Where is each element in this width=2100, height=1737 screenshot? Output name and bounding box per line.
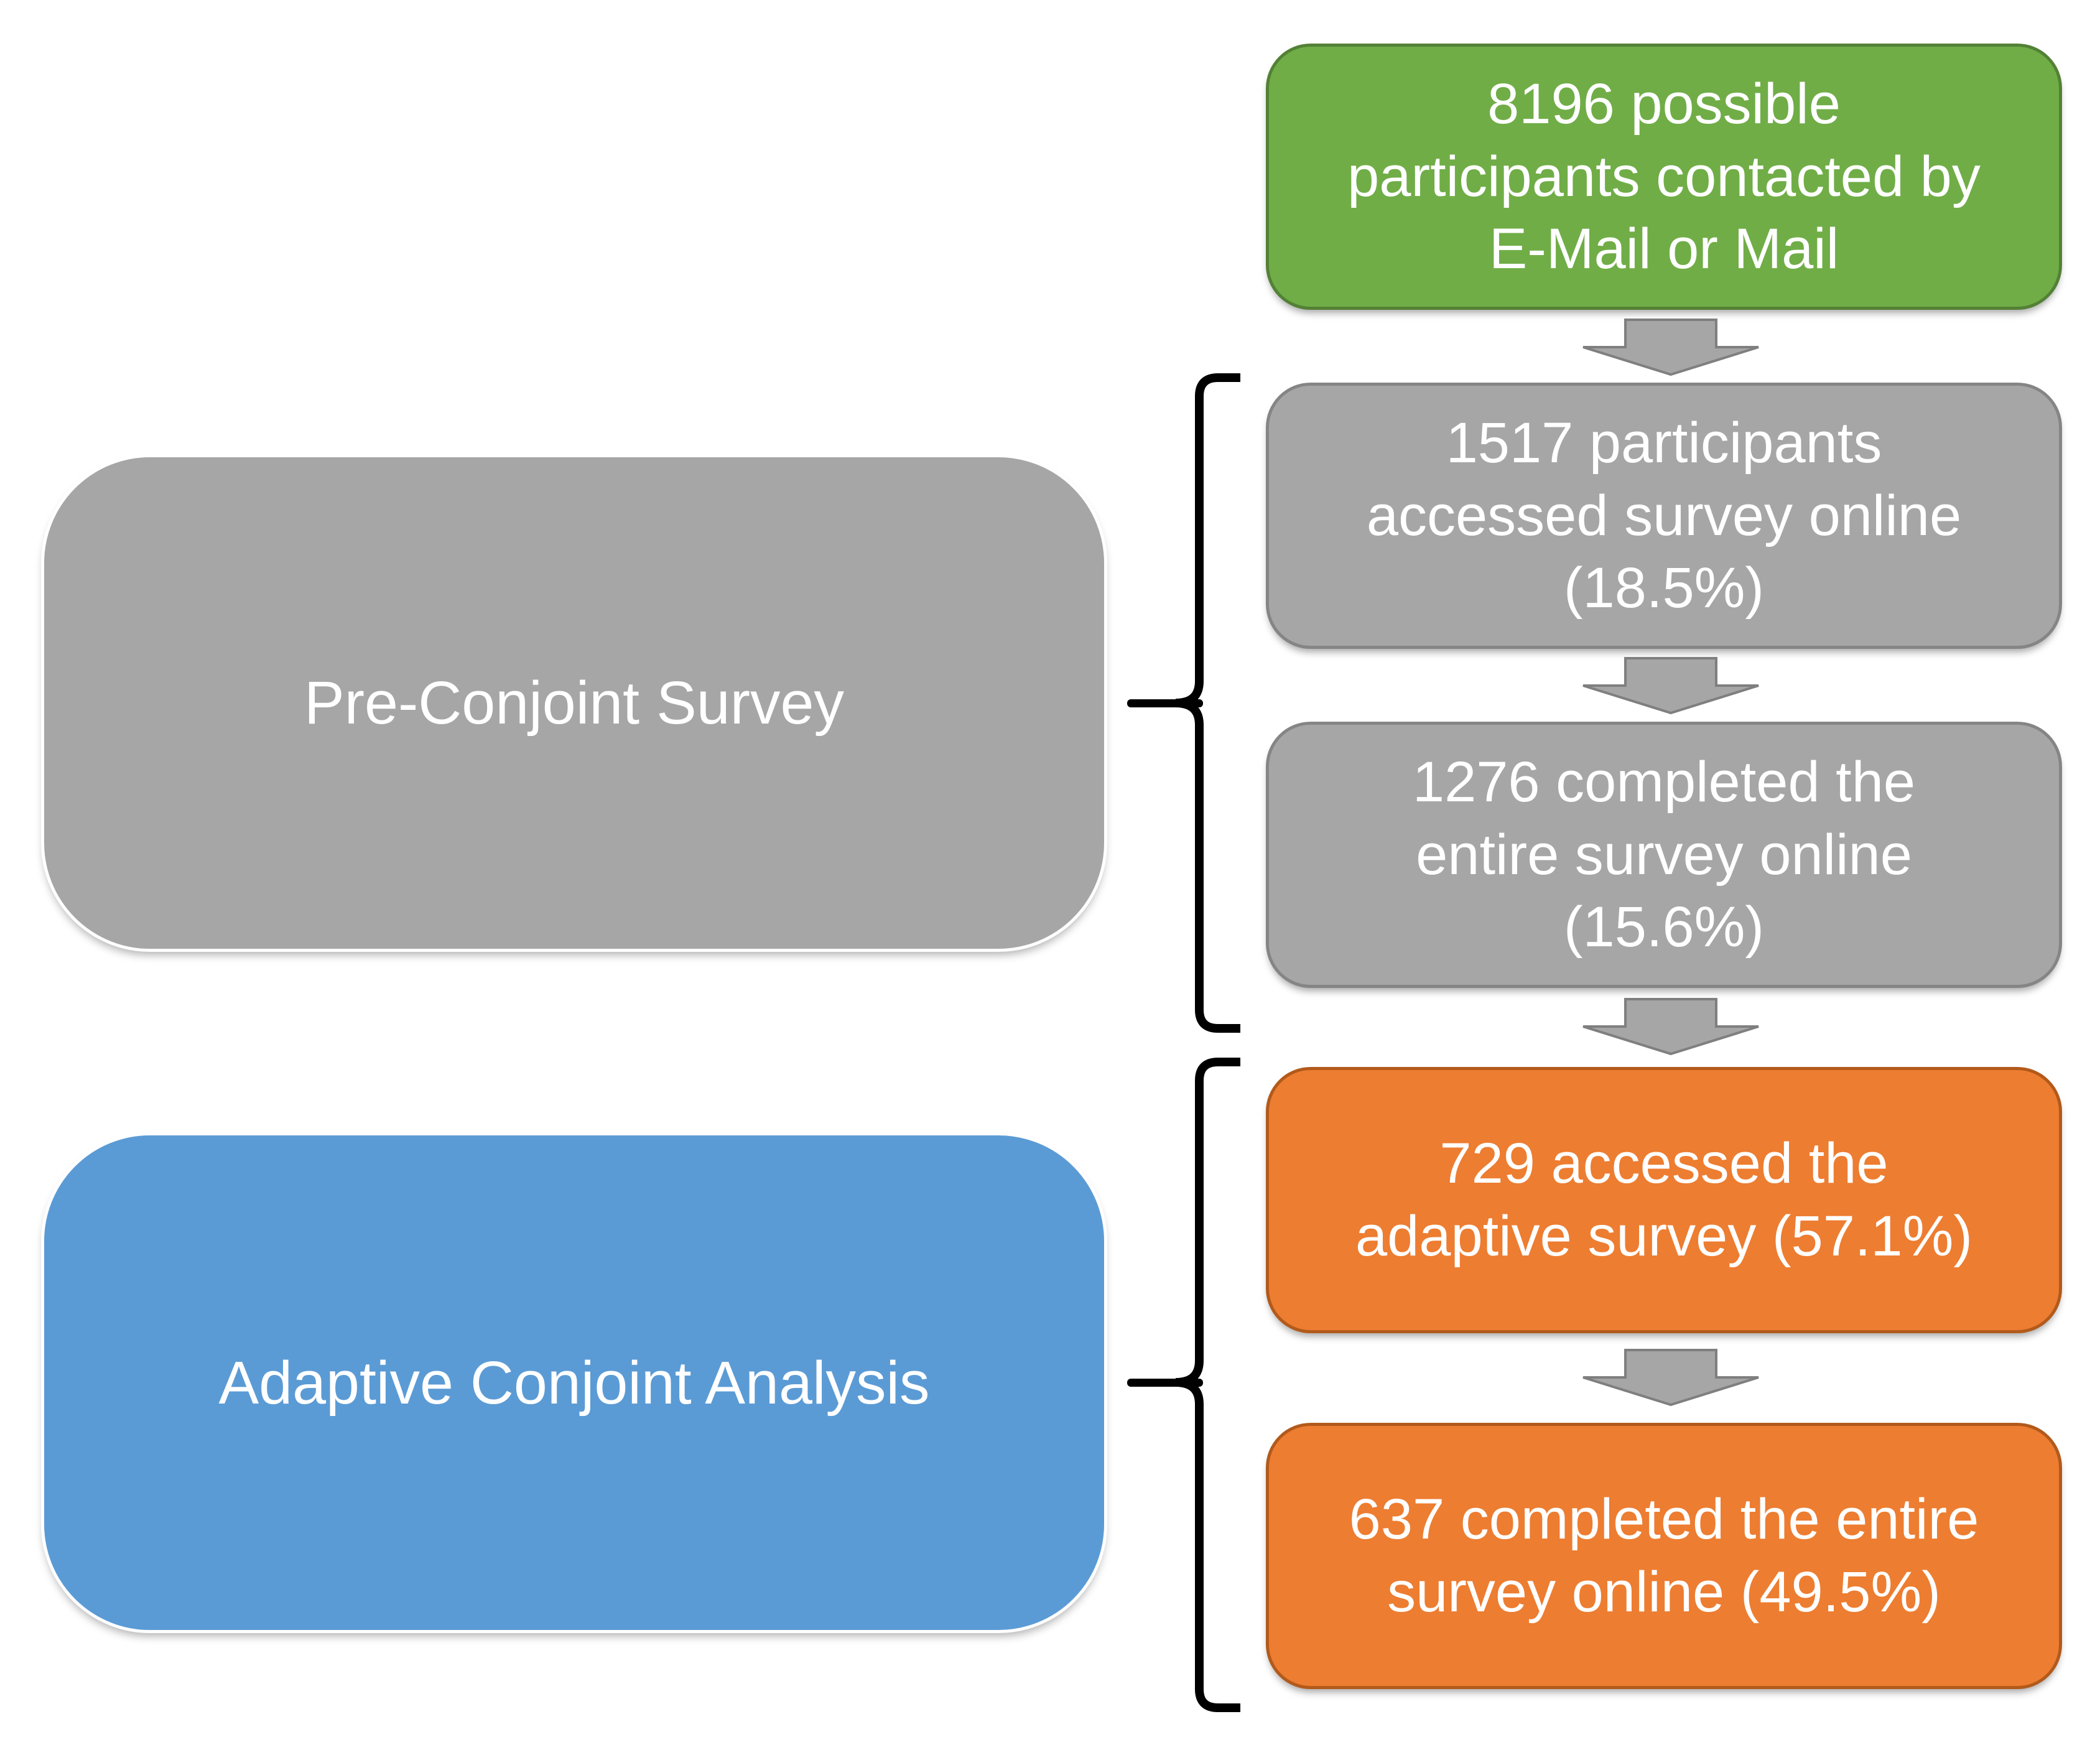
stage-text-completed-adaptive-survey: 637 completed the entire survey online (…: [1349, 1488, 1979, 1624]
down-arrow-icon: [1582, 657, 1759, 714]
left-brace-shape-adaptive: [1175, 1058, 1240, 1712]
stage-box-accessed-online-survey: 1517 participants accessed survey online…: [1266, 383, 2062, 649]
group-box-pre-conjoint-survey: Pre-Conjoint Survey: [41, 454, 1107, 952]
stage-text-accessed-online-survey: 1517 participants accessed survey online…: [1366, 411, 1962, 620]
stage-box-accessed-adaptive-survey: 729 accessed the adaptive survey (57.1%): [1266, 1067, 2062, 1333]
stage-box-completed-adaptive-survey: 637 completed the entire survey online (…: [1266, 1423, 2062, 1689]
down-arrow-icon: [1582, 319, 1759, 376]
stage-text-accessed-adaptive-survey: 729 accessed the adaptive survey (57.1%): [1355, 1132, 1973, 1268]
stage-box-contacted: 8196 possible participants contacted by …: [1266, 44, 2062, 310]
stage-text-contacted: 8196 possible participants contacted by …: [1347, 72, 1981, 281]
group-label-adaptive-conjoint-analysis: Adaptive Conjoint Analysis: [218, 1348, 930, 1417]
stage-box-completed-online-survey: 1276 completed the entire survey online …: [1266, 722, 2062, 988]
down-arrow-icon: [1582, 1349, 1759, 1406]
group-label-pre-conjoint-survey: Pre-Conjoint Survey: [304, 669, 844, 737]
group-box-adaptive-conjoint-analysis: Adaptive Conjoint Analysis: [41, 1132, 1107, 1633]
stage-text-completed-online-survey: 1276 completed the entire survey online …: [1412, 750, 1916, 959]
down-arrow-icon: [1582, 998, 1759, 1055]
left-brace-shape-pre-conjoint: [1175, 373, 1240, 1033]
